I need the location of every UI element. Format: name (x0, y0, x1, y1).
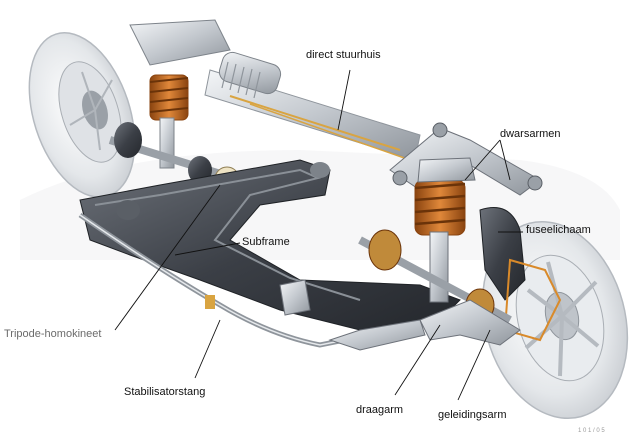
steering-rack (204, 51, 421, 161)
corner-note: 1 0 1 / 0 5 (578, 428, 605, 434)
label-dwarsarmen: dwarsarmen (500, 128, 561, 140)
label-draagarm: draagarm (356, 404, 404, 416)
stabilizer-bar (78, 212, 471, 348)
left-strut (129, 19, 231, 169)
left-wheel (28, 32, 136, 198)
right-strut (414, 157, 476, 303)
subframe (79, 159, 461, 331)
leader-lines (114, 69, 523, 401)
label-direct-stuurhuis: direct stuurhuis (306, 49, 381, 61)
label-stabilisatorstang: Stabilisatorstang (124, 386, 206, 398)
label-subframe: Subframe (242, 236, 290, 248)
label-fuseelichaam: fuseelichaam (526, 224, 591, 236)
label-geleidingsarm: geleidingsarm (438, 409, 507, 421)
label-tripode-homokineet: Tripode-homokineet (4, 328, 102, 340)
